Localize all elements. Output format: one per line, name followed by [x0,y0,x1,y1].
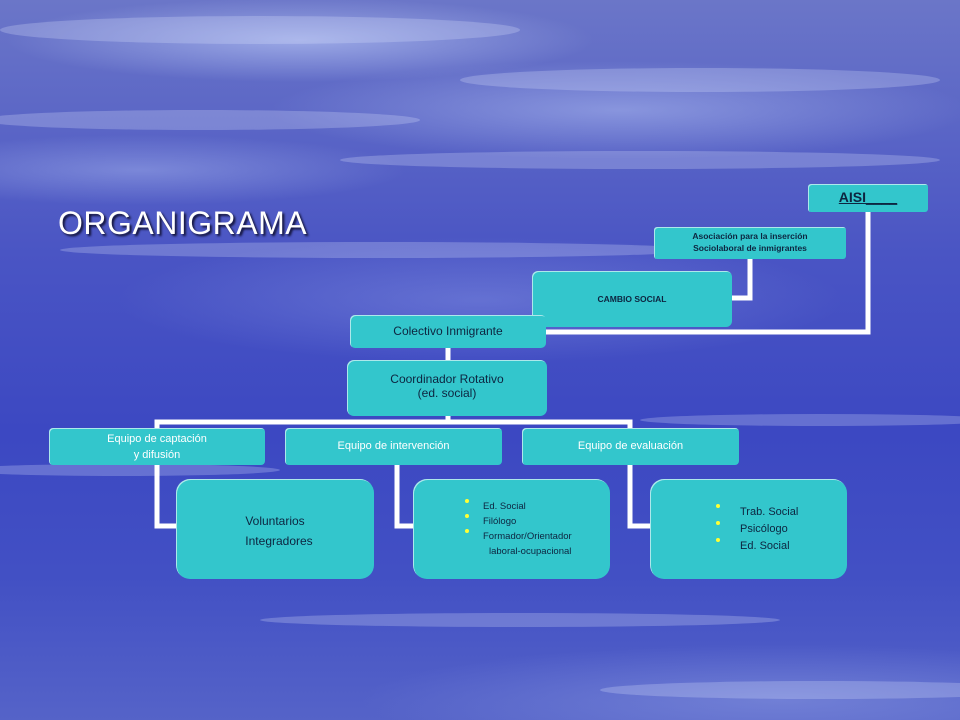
member-formador: Formador/Orientador [461,529,610,544]
team-intervencion-label: Equipo de intervención [337,440,450,452]
coordinator-line2: (ed. social) [417,386,477,400]
member-integradores: Integradores [245,534,313,548]
member-ed-social-eval: Ed. Social [712,538,847,555]
members-list-intervencion: Ed. Social Filólogo Formador/Orientador [461,499,610,544]
collective-box: Colectivo Inmigrante [350,315,546,348]
team-box-captacion: Equipo de captación y difusión [49,428,265,465]
coordinator-box: Coordinador Rotativo (ed. social) [347,360,547,416]
coordinator-line1: Coordinador Rotativo [390,372,504,386]
members-box-intervencion: Ed. Social Filólogo Formador/Orientador … [413,479,610,579]
member-filologo: Filólogo [461,514,610,529]
member-trab-social: Trab. Social [712,504,847,521]
association-box: Asociación para la inserción Sociolabora… [654,227,846,259]
association-line1: Asociación para la inserción [692,231,808,241]
member-psicologo: Psicólogo [712,521,847,538]
cambio-social-box: CAMBIO SOCIAL [532,271,732,327]
team-captacion-line2: y difusión [133,449,181,461]
aisi-underline: ____ [866,189,898,205]
members-box-captacion: Voluntarios Integradores [176,479,374,579]
members-box-evaluacion: Trab. Social Psicólogo Ed. Social [650,479,847,579]
page-title: ORGANIGRAMA [58,205,308,241]
member-voluntarios: Voluntarios [245,514,305,528]
aisi-label: AISI [838,189,867,205]
team-evaluacion-label: Equipo de evaluación [577,440,684,452]
collective-label: Colectivo Inmigrante [393,324,503,338]
member-laboral: laboral-ocupacional [489,546,572,557]
member-ed-social: Ed. Social [461,499,610,514]
cambio-social-label: CAMBIO SOCIAL [597,294,667,304]
team-box-evaluacion: Equipo de evaluación [522,428,739,465]
team-box-intervencion: Equipo de intervención [285,428,502,465]
team-captacion-line1: Equipo de captación [107,433,207,445]
association-line2: Sociolaboral de inmigrantes [693,243,807,253]
aisi-box: AISI____ [808,184,928,212]
members-list-evaluacion: Trab. Social Psicólogo Ed. Social [712,504,847,555]
